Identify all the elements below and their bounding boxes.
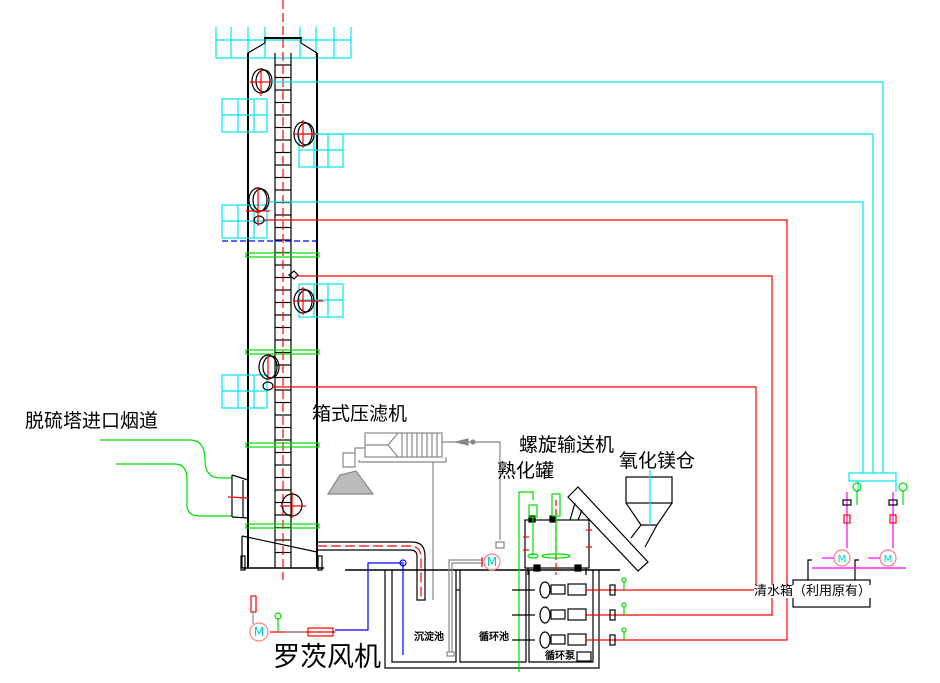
aging-tank: [524, 515, 590, 575]
filter-press: [342, 432, 501, 540]
circulation-pump: [539, 581, 609, 599]
side-platform-grids: [221, 98, 344, 409]
sludge-pump: [481, 541, 505, 571]
sludge-line: [446, 559, 483, 657]
spray-circulation-lines: [264, 219, 788, 641]
clear-water-tank-label: 清水箱（利用原有）: [754, 584, 872, 599]
mgo-silo-label: 氧化镁仓: [619, 450, 696, 472]
motor-symbol: M: [487, 555, 497, 569]
motor-symbol: M: [254, 625, 264, 639]
circulation-line-valves: [609, 577, 627, 646]
screw-conveyor: [567, 486, 649, 572]
clear-water-pump: M: [858, 482, 908, 569]
circulation-pump-label: 循环泵: [545, 651, 575, 662]
filter-press-label: 箱式压滤机: [312, 403, 408, 425]
aging-tank-label: 熟化罐: [497, 460, 555, 482]
pond-structure: [345, 569, 620, 669]
roots-blower: [249, 595, 335, 642]
manholes: [246, 68, 323, 518]
water-supply-lines: [270, 81, 897, 492]
inlet-duct-label: 脱硫塔进口烟道: [25, 410, 159, 432]
circulation-pump: [539, 631, 609, 649]
desulfurization-tower: [241, 37, 324, 569]
settling-pond-label: 沉淀池: [414, 632, 444, 643]
agitators: [518, 491, 571, 672]
roots-blower-label: 罗茨风机: [273, 642, 381, 673]
mgo-silo: [625, 476, 673, 548]
tower-drain-pipe: [317, 541, 426, 601]
svg-text:M: M: [884, 554, 893, 565]
screw-conveyor-label: 螺旋输送机: [519, 434, 615, 456]
circulation-pond-label: 循环池: [479, 632, 509, 643]
clear-water-pump: M: [812, 482, 862, 569]
inlet-flue-duct: [100, 439, 232, 517]
duct-flange: [231, 474, 249, 519]
svg-text:M: M: [838, 554, 847, 565]
aeration-air-line: [335, 559, 407, 655]
tower-support-rings: [245, 252, 320, 529]
circulation-pump: [539, 606, 609, 624]
filter-cake-pile: [326, 470, 375, 495]
circulation-pumps: [539, 581, 609, 649]
